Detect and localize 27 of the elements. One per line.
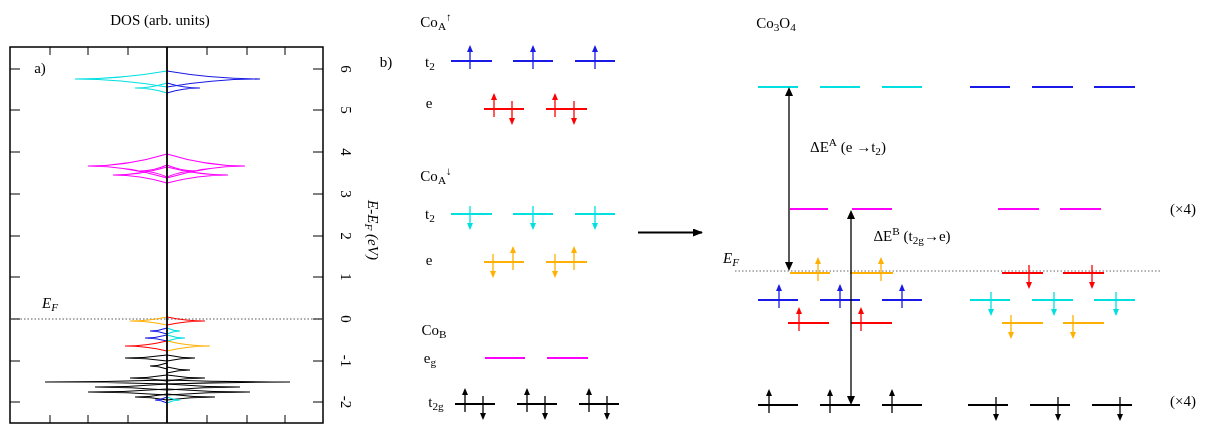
text-label: t$_{2}$ bbox=[425, 206, 435, 222]
text-label: ΔE$^{B}$ (t$_{2g}$→e) bbox=[873, 228, 951, 244]
text-label: (×4) bbox=[1170, 201, 1196, 217]
text-label: DOS (arb. units) bbox=[110, 12, 210, 28]
text-label: -1 bbox=[337, 354, 353, 368]
text-label: 2 bbox=[337, 232, 353, 240]
text-label: 3 bbox=[337, 190, 353, 198]
text-label: Co$_{B}$ bbox=[421, 322, 447, 338]
text-label: 0 bbox=[337, 315, 353, 323]
text-label: e bbox=[425, 252, 433, 268]
text-label: Co$_{3}$O$_{4}$ bbox=[756, 15, 796, 31]
text-label: t$_{2g}$ bbox=[428, 394, 444, 410]
text-label: ΔE$^{A}$ (e →t$_{2}$) bbox=[810, 139, 886, 155]
text-label: e bbox=[425, 95, 433, 111]
text-label: b) bbox=[379, 54, 393, 70]
text-label: 5 bbox=[337, 106, 353, 114]
text-label: E$_{F}$ bbox=[723, 250, 739, 266]
text-label: -2 bbox=[337, 395, 353, 409]
arrow bbox=[637, 228, 703, 237]
text-label: a) bbox=[34, 60, 46, 76]
text-label: t$_{2}$ bbox=[425, 54, 435, 70]
text-label: e$_{g}$ bbox=[423, 350, 437, 366]
text-label: E$_{F}$ bbox=[42, 295, 58, 311]
text-label: 1 bbox=[337, 273, 353, 281]
text-label: 4 bbox=[337, 148, 353, 156]
text-label: (×4) bbox=[1170, 393, 1196, 409]
text-label: 6 bbox=[337, 65, 353, 73]
